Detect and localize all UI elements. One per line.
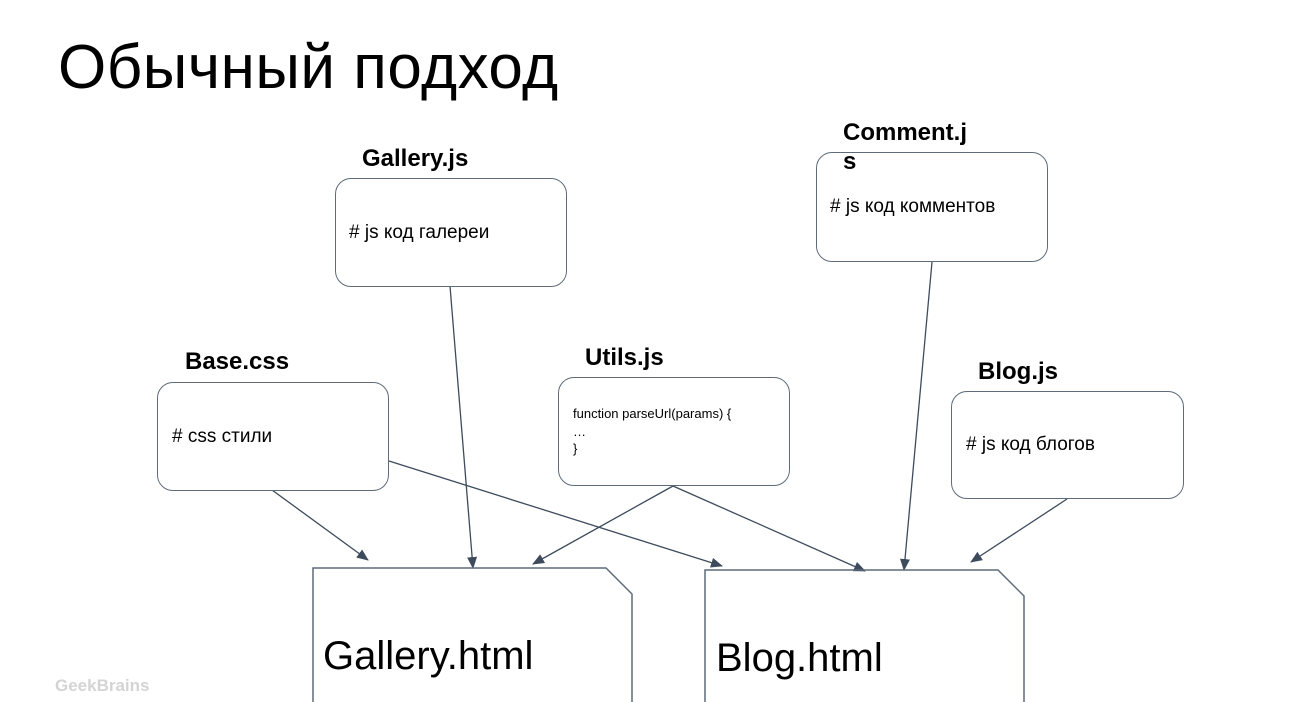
- arrow-base-to-blog: [388, 460, 723, 568]
- base-css-content: # css стили: [172, 426, 273, 447]
- blog-js-label: Blog.js: [978, 358, 1059, 385]
- arrow-base-to-gallery: [271, 489, 369, 561]
- gallery-js-label: Gallery.js: [362, 145, 469, 172]
- gallery-html-label: Gallery.html: [323, 634, 534, 678]
- gallery-js-box: [335, 178, 567, 287]
- comment-js-content: # js код комментов: [830, 196, 996, 217]
- blog-html-label: Blog.html: [716, 636, 883, 680]
- arrow-gallery-js-to-gallery: [449, 285, 478, 569]
- arrow-utils-to-blog: [672, 485, 866, 572]
- utils-js-label: Utils.js: [585, 344, 664, 371]
- gallery-js-content: # js код галереи: [349, 222, 490, 243]
- utils-js-box: [558, 377, 790, 486]
- base-css-box: [157, 382, 389, 491]
- blog-js-content: # js код блогов: [966, 434, 1095, 455]
- blog-js-box: [951, 391, 1184, 499]
- blog-html-page-shape: [704, 569, 1025, 702]
- gallery-html-page-shape: [312, 567, 633, 702]
- comment-js-box: [816, 152, 1048, 262]
- slide-title: Обычный подход: [58, 33, 559, 102]
- comment-js-label: Comment.j s: [843, 119, 968, 175]
- base-css-label: Base.css: [185, 348, 290, 375]
- utils-js-content: function parseUrl(params) { … }: [573, 406, 732, 457]
- arrow-blog-js-to-blog: [970, 498, 1068, 563]
- arrow-utils-to-gallery: [532, 485, 674, 565]
- arrow-comment-to-blog: [900, 261, 933, 571]
- brand-logo: GeekBrains: [55, 676, 150, 695]
